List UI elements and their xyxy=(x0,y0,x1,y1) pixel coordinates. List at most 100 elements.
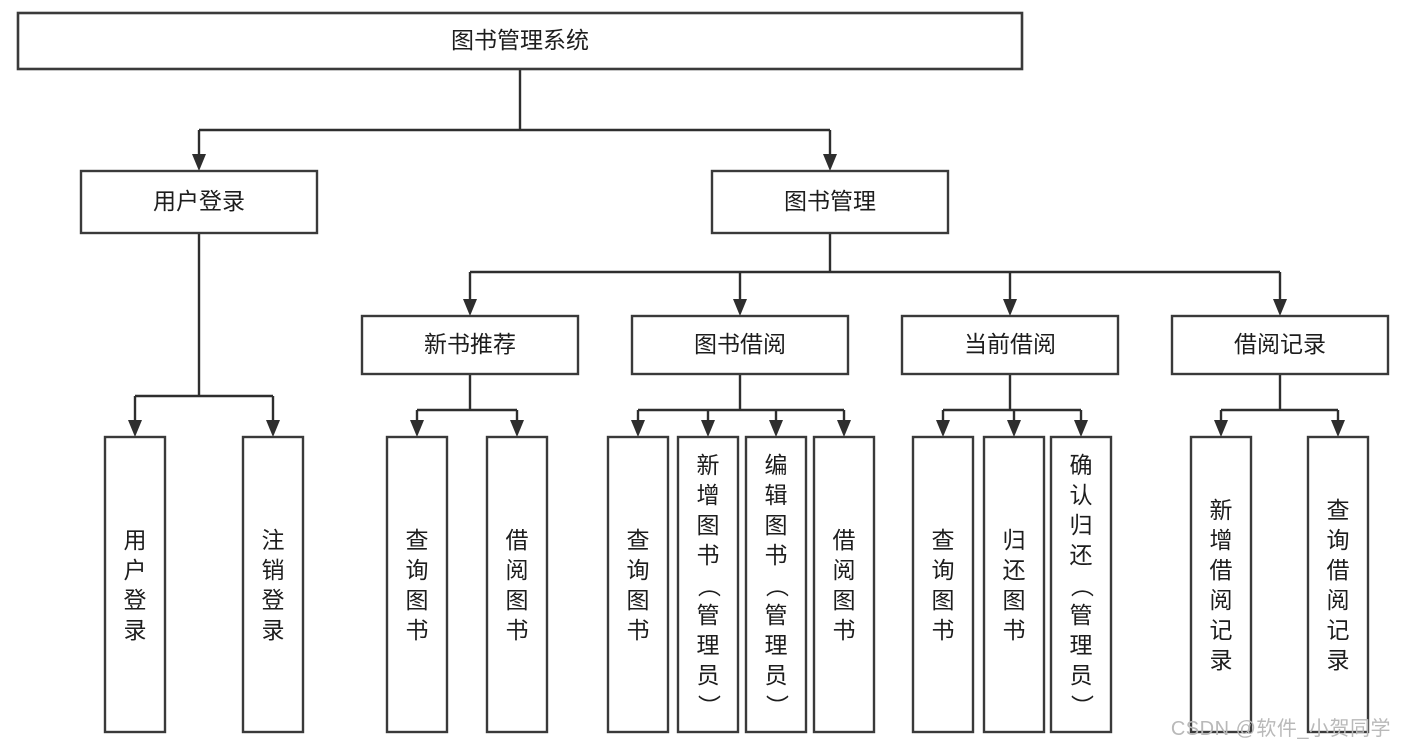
leaf-confirm-return-admin-char: 认 xyxy=(1070,482,1093,508)
root-node-图书管理系统[interactable]: 图书管理系统 xyxy=(16,11,1024,71)
leaf-add-book-admin-char: 新 xyxy=(697,452,720,478)
leaf-edit-book-admin-box[interactable] xyxy=(744,435,808,734)
leaf-borrow-book-box[interactable] xyxy=(812,435,876,734)
leaf-logout-login-char: 录 xyxy=(262,617,285,643)
leaf-query-borrow-record-char: 询 xyxy=(1327,527,1350,553)
node-book-borrow[interactable]: 图书借阅 xyxy=(630,314,850,376)
leaf-query-book-borrow-box[interactable] xyxy=(606,435,670,734)
leaf-edit-book-admin-char: 编 xyxy=(765,452,788,478)
leaf-return-book-box[interactable] xyxy=(982,435,1046,734)
leaf-logout-login-box[interactable] xyxy=(241,435,305,734)
arrow-head-icon xyxy=(936,420,950,437)
leaf-add-borrow-record-char: 借 xyxy=(1210,557,1233,583)
leaf-query-book-borrow-char: 图 xyxy=(627,587,650,613)
leaf-logout-login-char: 销 xyxy=(262,557,285,583)
root-node-图书管理系统-label: 图书管理系统 xyxy=(451,27,589,53)
leaf-borrow-book-recommend-char: 阅 xyxy=(506,557,529,583)
leaf-return-book-char: 还 xyxy=(1003,557,1026,583)
leaf-query-book-current-char: 询 xyxy=(932,557,955,583)
leaf-query-borrow-record-box[interactable] xyxy=(1306,435,1370,734)
node-book-management[interactable]: 图书管理 xyxy=(710,169,950,235)
node-current-borrow[interactable]: 当前借阅 xyxy=(900,314,1120,376)
arrow-head-icon xyxy=(1331,420,1345,437)
leaf-borrow-book-recommend-box[interactable] xyxy=(485,435,549,734)
node-new-book-recommend[interactable]: 新书推荐 xyxy=(360,314,580,376)
arrow-head-icon xyxy=(192,154,206,171)
node-book-borrow-label: 图书借阅 xyxy=(694,331,786,357)
node-borrow-record-label: 借阅记录 xyxy=(1234,331,1326,357)
leaf-confirm-return-admin-char: 理 xyxy=(1070,632,1093,658)
arrow-head-icon xyxy=(837,420,851,437)
leaf-confirm-return-admin-char: 确 xyxy=(1070,452,1093,478)
leaf-query-borrow-record-char: 阅 xyxy=(1327,587,1350,613)
node-new-book-recommend-label: 新书推荐 xyxy=(424,331,516,357)
arrow-head-icon xyxy=(1074,420,1088,437)
leaf-query-borrow-record-char: 借 xyxy=(1327,557,1350,583)
node-book-borrow-box[interactable] xyxy=(630,314,850,376)
leaf-borrow-book-recommend-char: 图 xyxy=(506,587,529,613)
arrow-head-icon xyxy=(1273,299,1287,316)
leaf-query-book-recommend-box[interactable] xyxy=(385,435,449,734)
root-node-图书管理系统-box[interactable] xyxy=(16,11,1024,71)
node-new-book-recommend-box[interactable] xyxy=(360,314,580,376)
node-current-borrow-label: 当前借阅 xyxy=(964,331,1056,357)
leaf-return-book-char: 图 xyxy=(1003,587,1026,613)
node-user-login[interactable]: 用户登录 xyxy=(79,169,319,235)
leaf-add-book-admin-char: 增 xyxy=(697,482,720,508)
leaf-add-book-admin-box[interactable] xyxy=(676,435,740,734)
leaf-query-book-borrow-char: 书 xyxy=(627,617,650,643)
leaf-query-book-recommend-char: 书 xyxy=(406,617,429,643)
leaf-query-book-current-box[interactable] xyxy=(911,435,975,734)
leaf-confirm-return-admin-box[interactable] xyxy=(1049,435,1113,734)
leaf-logout-login-char: 登 xyxy=(262,587,285,613)
leaf-add-book-admin-char: 图 xyxy=(697,512,720,538)
node-user-login-box[interactable] xyxy=(79,169,319,235)
leaf-confirm-return-admin-char: 归 xyxy=(1070,512,1093,538)
leaf-edit-book-admin-char: 书 xyxy=(765,542,788,568)
leaf-user-login[interactable]: 用户登录 xyxy=(103,435,167,734)
leaf-user-login-box[interactable] xyxy=(103,435,167,734)
leaf-query-borrow-record-char: 查 xyxy=(1327,497,1350,523)
node-current-borrow-box[interactable] xyxy=(900,314,1120,376)
node-borrow-record[interactable]: 借阅记录 xyxy=(1170,314,1390,376)
leaf-confirm-return-admin-char: ） xyxy=(1069,694,1095,717)
leaf-borrow-book-char: 借 xyxy=(833,527,856,553)
leaf-borrow-book-char: 书 xyxy=(833,617,856,643)
leaf-query-book-recommend-char: 图 xyxy=(406,587,429,613)
connector-layer xyxy=(128,69,1345,437)
leaf-add-borrow-record-box[interactable] xyxy=(1189,435,1253,734)
leaf-add-borrow-record-char: 阅 xyxy=(1210,587,1233,613)
leaf-user-login-char: 用 xyxy=(124,527,147,553)
leaf-user-login-char: 登 xyxy=(124,587,147,613)
leaf-query-borrow-record-char: 录 xyxy=(1327,647,1350,673)
leaf-confirm-return-admin-char: （ xyxy=(1069,574,1095,597)
leaf-confirm-return-admin-char: 还 xyxy=(1070,542,1093,568)
leaf-return-book-char: 归 xyxy=(1003,527,1026,553)
arrow-head-icon xyxy=(823,154,837,171)
leaf-query-book-borrow-char: 询 xyxy=(627,557,650,583)
node-book-management-box[interactable] xyxy=(710,169,950,235)
arrow-head-icon xyxy=(463,299,477,316)
leaf-add-borrow-record-char: 增 xyxy=(1210,527,1233,553)
leaf-edit-book-admin-char: （ xyxy=(764,574,790,597)
leaf-borrow-book-char: 阅 xyxy=(833,557,856,583)
arrow-head-icon xyxy=(266,420,280,437)
leaf-query-book-recommend-char: 询 xyxy=(406,557,429,583)
arrow-head-icon xyxy=(1214,420,1228,437)
leaf-edit-book-admin-char: 员 xyxy=(765,662,788,688)
node-borrow-record-box[interactable] xyxy=(1170,314,1390,376)
leaf-add-book-admin-char: 员 xyxy=(697,662,720,688)
